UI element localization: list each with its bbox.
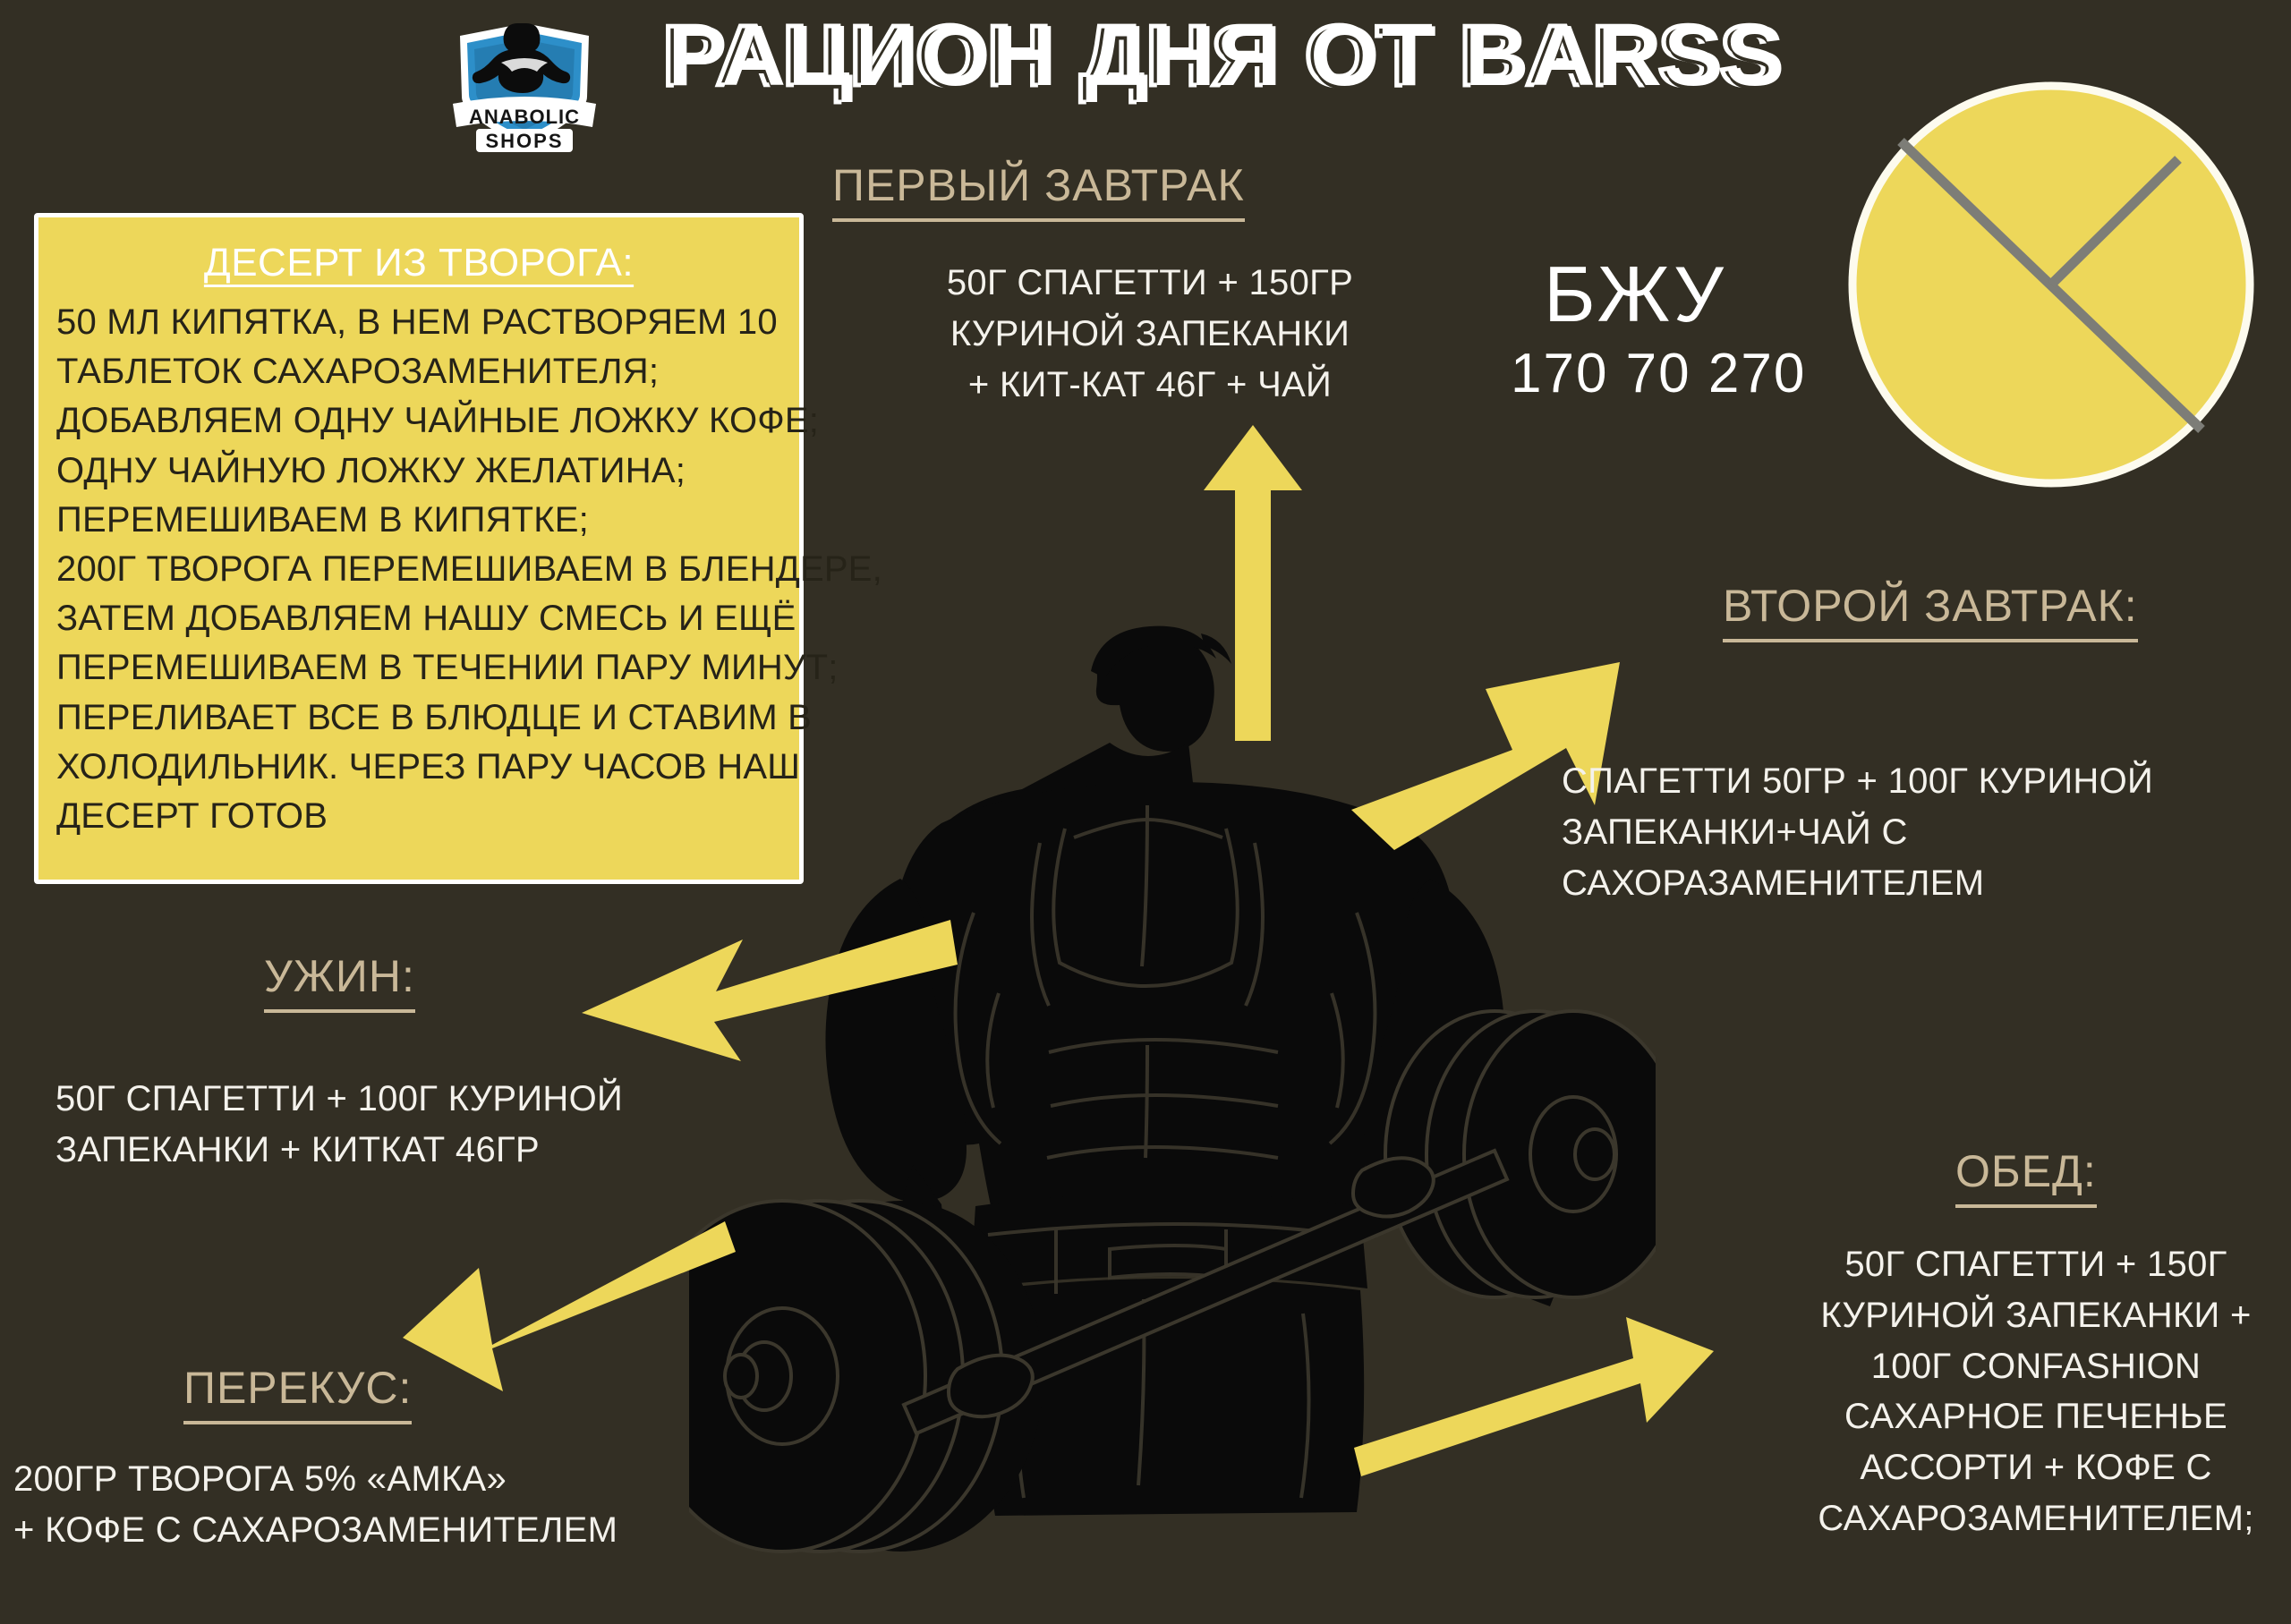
logo-text-anabolic: ANABOLIC [469,106,580,128]
arrow-to-breakfast1 [1204,425,1302,741]
bzhu-values: 170 70 270 [1511,343,1807,404]
anabolic-shops-logo: ANABOLIC SHOPS [444,11,605,163]
arrow-to-lunch [1354,1317,1714,1476]
heading-lunch: ОБЕД: [1955,1145,2097,1208]
logo-text-shops: SHOPS [485,130,563,152]
dessert-recipe-title: ДЕСЕРТ ИЗ ТВОРОГА: [203,241,634,285]
macros-pie-chart: 29% БЕЛКИ 26% ЖИРЫ 45% УГЛЕВОДЫ [1845,79,2257,490]
body-dinner: 50Г СПАГЕТТИ + 100Г КУРИНОЙ ЗАПЕКАНКИ + … [55,1079,624,1169]
dessert-recipe-card: ДЕСЕРТ ИЗ ТВОРОГА: 50 МЛ КИПЯТКА, В НЕМ … [34,213,882,884]
heading-dinner: УЖИН: [264,950,415,1013]
bzhu-label: БЖУ [1544,250,1725,338]
bodybuilder-barbell-silhouette [637,617,1684,1620]
dessert-recipe-body: 50 МЛ КИПЯТКА, В НЕМ РАСТВОРЯЕМ 10 ТАБЛЕ… [56,302,882,836]
heading-snack: ПЕРЕКУС: [183,1362,413,1424]
arrow-to-dinner [582,920,958,1061]
arrow-to-breakfast2 [1351,662,1620,850]
heading-breakfast-first: ПЕРВЫЙ ЗАВТРАК [832,159,1245,222]
heading-breakfast-second: ВТОРОЙ ЗАВТРАК: [1723,580,2138,642]
body-lunch: 50Г СПАГЕТТИ + 150Г КУРИНОЙ ЗАПЕКАНКИ + … [1818,1245,2254,1538]
page-title: РАЦИОН ДНЯ ОТ BARSS [660,6,1782,106]
body-breakfast-second: СПАГЕТТИ 50ГР + 100Г КУРИНОЙ ЗАПЕКАНКИ+Ч… [1562,761,2154,903]
arrow-to-snack [403,1221,736,1391]
body-breakfast-first: 50Г СПАГЕТТИ + 150ГР КУРИНОЙ ЗАПЕКАНКИ +… [946,263,1354,404]
page-title-text: РАЦИОН ДНЯ ОТ BARSS [660,6,1782,106]
body-snack: 200ГР ТВОРОГА 5% «АМКА» + КОФЕ С САХАРОЗ… [13,1459,618,1550]
